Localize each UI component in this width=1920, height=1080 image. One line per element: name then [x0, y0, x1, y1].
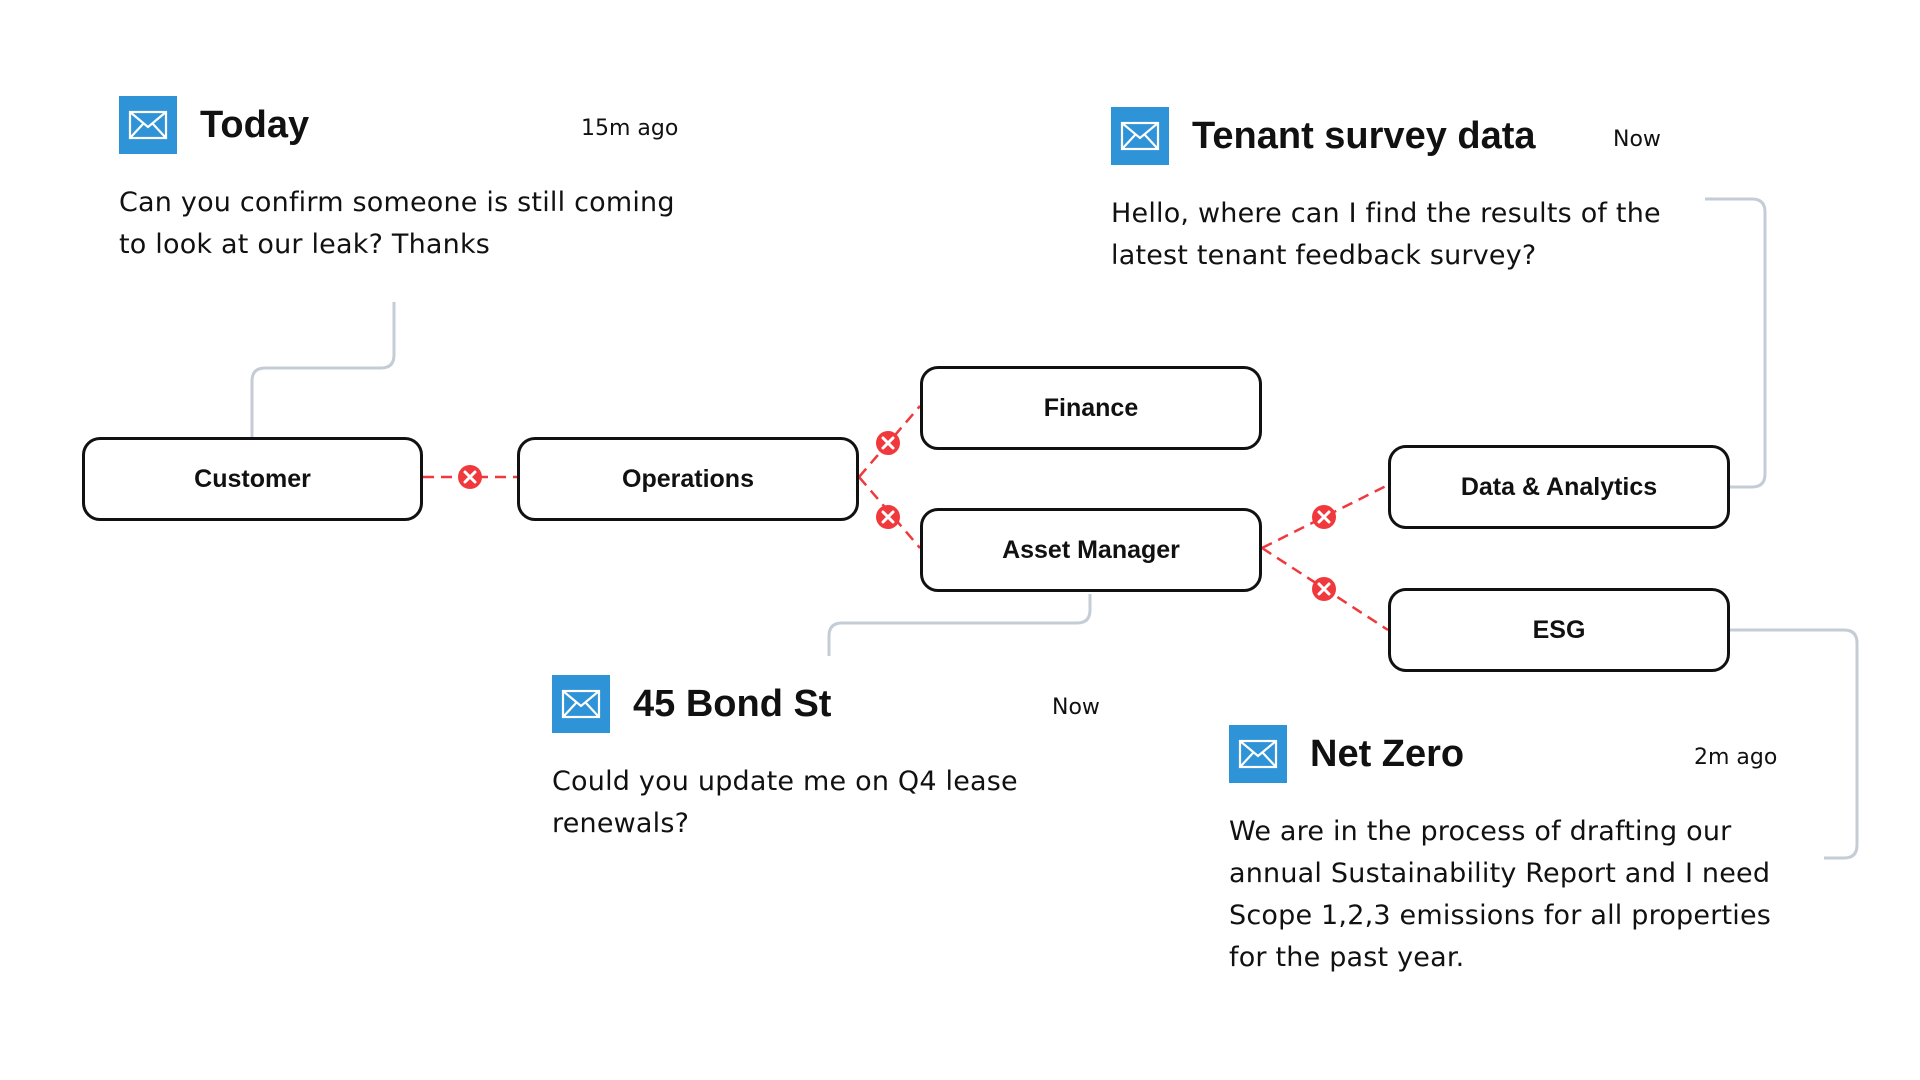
blocked-link-icon: [1310, 503, 1338, 531]
connector-esg-net-zero: [1730, 628, 1859, 860]
message-line: Could you update me on Q4 lease: [552, 766, 1018, 797]
blocked-link-icon: [456, 463, 484, 491]
message-line: to look at our leak? Thanks: [119, 229, 491, 260]
mail-icon: [552, 675, 610, 733]
message-body: Could you update me on Q4 lease renewals…: [552, 761, 1072, 845]
message-title: Tenant survey data: [1192, 115, 1536, 157]
blocked-link-icon: [1310, 575, 1338, 603]
message-line: Hello, where can I find the results of t…: [1111, 198, 1661, 229]
message-net-zero[interactable]: Net Zero 2m ago We are in the process of…: [1229, 725, 1789, 985]
message-title: Today: [200, 104, 310, 146]
message-line: renewals?: [552, 808, 690, 839]
mail-icon: [119, 96, 177, 154]
message-line: latest tenant feedback survey?: [1111, 240, 1537, 271]
node-asset-manager[interactable]: Asset Manager: [920, 508, 1262, 592]
message-today[interactable]: Today 15m ago Can you confirm someone is…: [119, 96, 679, 266]
message-body: Can you confirm someone is still coming …: [119, 182, 679, 266]
message-timestamp: Now: [1052, 695, 1100, 720]
message-timestamp: 2m ago: [1694, 745, 1778, 770]
message-body: We are in the process of drafting our an…: [1229, 811, 1789, 979]
message-title: Net Zero: [1310, 733, 1465, 775]
message-timestamp: 15m ago: [581, 116, 679, 141]
node-data-analytics[interactable]: Data & Analytics: [1388, 445, 1730, 529]
blocked-link-icon: [874, 503, 902, 531]
node-operations[interactable]: Operations: [517, 437, 859, 521]
message-bond-st[interactable]: 45 Bond St Now Could you update me on Q4…: [552, 675, 1112, 845]
node-customer[interactable]: Customer: [82, 437, 423, 521]
connector-asset-manager-bond-st: [827, 594, 1092, 656]
message-tenant-survey[interactable]: Tenant survey data Now Hello, where can …: [1111, 107, 1671, 277]
blocked-link-icon: [874, 429, 902, 457]
node-esg[interactable]: ESG: [1388, 588, 1730, 672]
connector-today-customer: [250, 302, 396, 437]
mail-icon: [1229, 725, 1287, 783]
message-timestamp: Now: [1613, 127, 1661, 152]
mail-icon: [1111, 107, 1169, 165]
message-body: Hello, where can I find the results of t…: [1111, 193, 1671, 277]
node-finance[interactable]: Finance: [920, 366, 1262, 450]
message-line: for the past year.: [1229, 942, 1465, 973]
link-asset-manager-data-analytics: [1261, 483, 1389, 550]
message-title: 45 Bond St: [633, 683, 832, 725]
message-line: Scope 1,2,3 emissions for all properties: [1229, 900, 1772, 931]
connector-tenant-data-analytics: [1705, 197, 1767, 489]
message-line: We are in the process of drafting our: [1229, 816, 1732, 847]
message-line: Can you confirm someone is still coming: [119, 187, 675, 218]
message-line: annual Sustainability Report and I need: [1229, 858, 1771, 889]
